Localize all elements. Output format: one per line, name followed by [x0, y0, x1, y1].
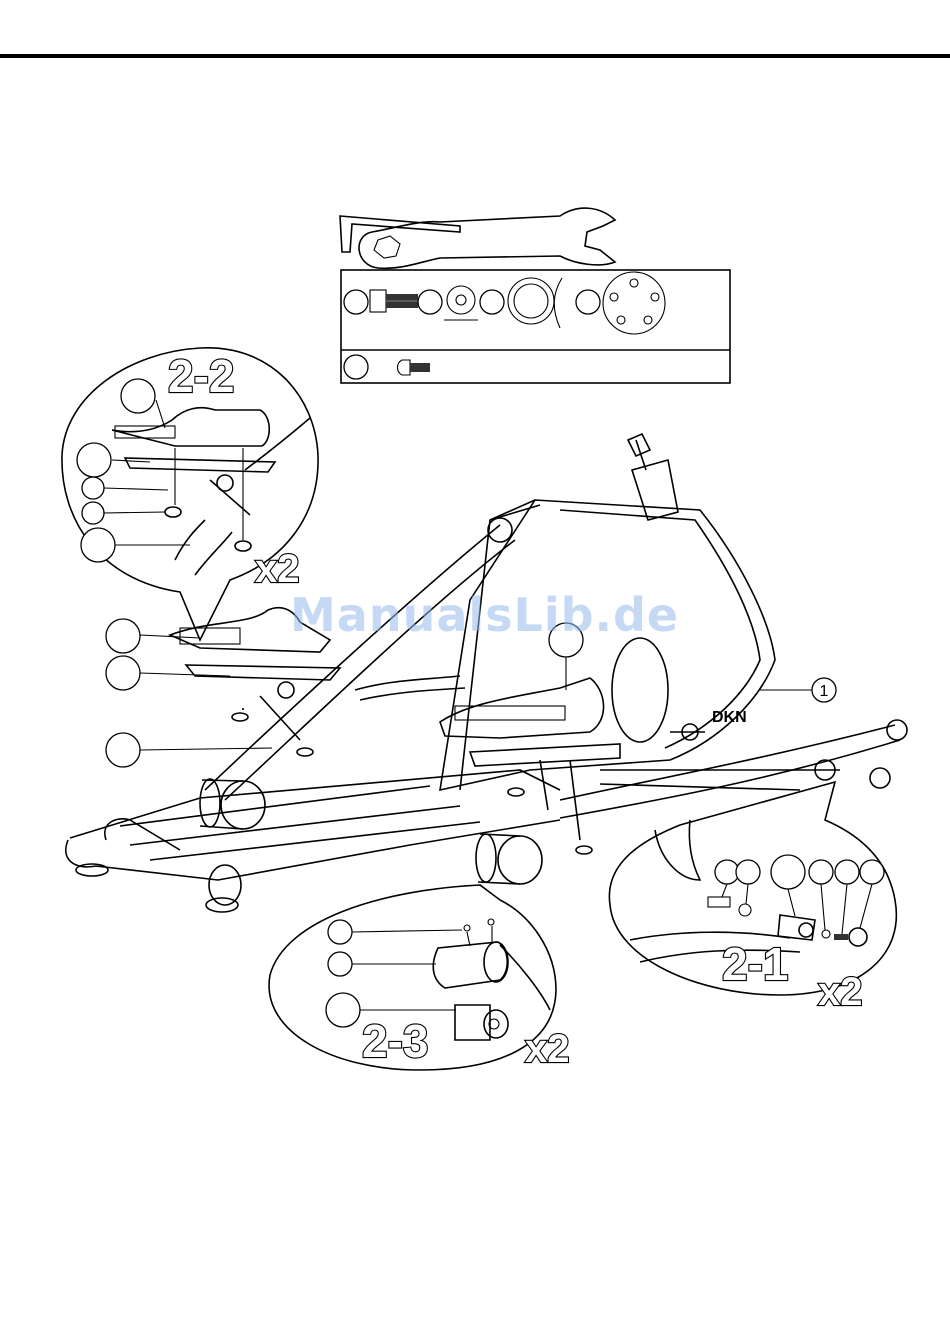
detail-2-2-multiplier: x2 — [255, 547, 300, 591]
svg-text:1: 1 — [820, 683, 829, 700]
watermark: ManualsLib.de — [290, 588, 679, 642]
elliptical-machine: DKN — [66, 434, 907, 912]
callout-frame: 1 — [760, 678, 836, 702]
detail-2-1-label: 2-1 — [722, 938, 788, 990]
bolt-icon — [370, 290, 418, 312]
detail-2-3: 2-3 x2 — [269, 885, 569, 1071]
detail-2-1: 2-1 x2 — [609, 782, 896, 1014]
detail-2-3-label: 2-3 — [362, 1015, 428, 1067]
detail-2-3-multiplier: x2 — [525, 1027, 570, 1071]
brand-mark: DKN — [712, 709, 747, 726]
detail-2-2: 2-2 x2 — [62, 348, 318, 640]
wrench-icon — [359, 208, 615, 268]
detail-2-1-multiplier: x2 — [818, 970, 863, 1014]
detail-2-2-label: 2-2 — [168, 350, 234, 402]
hardware-table — [341, 270, 730, 383]
screw-icon — [398, 360, 431, 375]
curved-washer-icon — [508, 278, 562, 328]
end-cap-icon — [603, 272, 665, 334]
washer-icon — [444, 286, 478, 320]
